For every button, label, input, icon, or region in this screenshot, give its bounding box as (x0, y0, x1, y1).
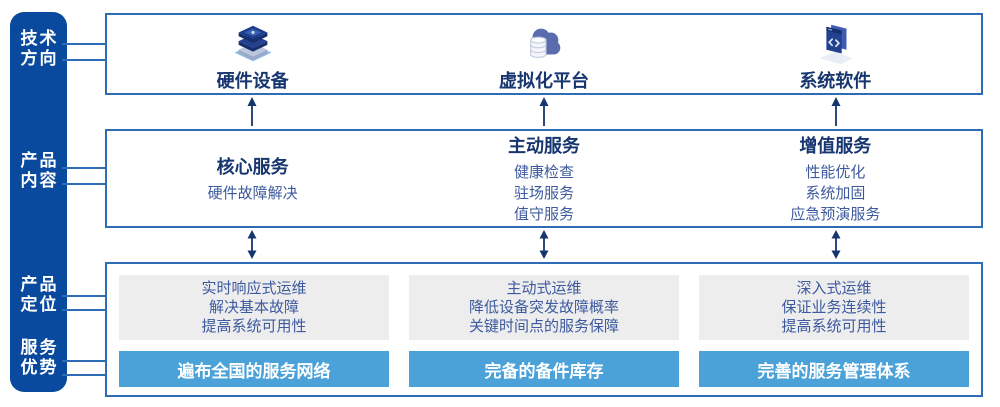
sidebar-label-line: 产品 (20, 275, 59, 295)
server-stack-icon (230, 20, 276, 66)
service-column-core: 核心服务 硬件故障解决 (107, 131, 398, 226)
positioning-point: 提高系统可用性 (781, 317, 887, 336)
positioning-points-box: 实时响应式运维 解决基本故障 提高系统可用性 (119, 275, 389, 341)
positioning-column-indepth: 深入式运维 保证业务连续性 提高系统可用性 完善的服务管理体系 (699, 275, 969, 387)
sidebar-label-line: 方向 (20, 49, 59, 69)
sidebar-label-tech-direction: 技术 方向 (10, 29, 67, 69)
sidebar: 技术 方向 产品 内容 产品 定位 服务 优势 (10, 12, 67, 392)
positioning-column-realtime: 实时响应式运维 解决基本故障 提高系统可用性 遍布全国的服务网络 (119, 275, 389, 387)
sidebar-label-line: 内容 (20, 171, 59, 191)
connector-line (62, 183, 107, 185)
sidebar-label-line: 技术 (20, 29, 59, 49)
advantage-bar: 遍布全国的服务网络 (119, 351, 389, 387)
sidebar-label-service-advantage: 服务 优势 (10, 338, 67, 378)
positioning-point: 主动式运维 (506, 279, 582, 298)
positioning-points-box: 主动式运维 降低设备突发故障概率 关键时间点的服务保障 (409, 275, 679, 341)
service-item: 驻场服务 (513, 184, 574, 202)
positioning-point: 降低设备突发故障概率 (468, 298, 619, 317)
product-content-row: 核心服务 硬件故障解决 主动服务 健康检查 驻场服务 值守服务 增值服务 性能优… (105, 129, 983, 228)
sidebar-label-line: 服务 (20, 338, 59, 358)
sidebar-label-line: 定位 (20, 295, 59, 315)
service-column-title: 主动服务 (507, 136, 580, 157)
sidebar-label-line: 产品 (20, 151, 59, 171)
connector-line (62, 374, 107, 376)
positioning-point: 深入式运维 (796, 279, 872, 298)
tech-item-hardware: 硬件设备 (107, 15, 398, 93)
tech-direction-row: 硬件设备 虚拟化平台 (105, 13, 983, 95)
connector-line (62, 167, 107, 169)
double-arrow-icon (247, 230, 257, 259)
positioning-point: 保证业务连续性 (781, 298, 887, 317)
double-arrow-icon (539, 230, 549, 259)
double-arrow-icon (831, 230, 841, 259)
service-item: 健康检查 (513, 163, 574, 181)
connector-line (62, 360, 107, 362)
service-item: 系统加固 (805, 184, 866, 202)
up-arrow-icon (247, 97, 257, 126)
software-window-icon (812, 20, 858, 66)
advantage-bar: 完备的备件库存 (409, 351, 679, 387)
advantage-bar: 完善的服务管理体系 (699, 351, 969, 387)
cloud-database-icon (521, 20, 567, 66)
positioning-points-box: 深入式运维 保证业务连续性 提高系统可用性 (699, 275, 969, 341)
tech-item-system-software: 系统软件 (690, 15, 981, 93)
sidebar-label-product-positioning: 产品 定位 (10, 275, 67, 315)
positioning-point: 实时响应式运维 (201, 279, 307, 298)
up-arrow-icon (539, 97, 549, 126)
positioning-point: 提高系统可用性 (201, 317, 307, 336)
positioning-point: 解决基本故障 (208, 298, 299, 317)
positioning-point: 关键时间点的服务保障 (468, 317, 619, 336)
connector-line (62, 43, 107, 45)
service-item: 性能优化 (805, 163, 866, 181)
connector-line (62, 295, 107, 297)
positioning-column-proactive: 主动式运维 降低设备突发故障概率 关键时间点的服务保障 完备的备件库存 (409, 275, 679, 387)
connector-line (62, 59, 107, 61)
service-column-title: 增值服务 (799, 136, 872, 157)
service-column-title: 核心服务 (216, 157, 289, 178)
service-item: 硬件故障解决 (207, 184, 298, 202)
up-arrow-icon (831, 97, 841, 126)
sidebar-label-line: 优势 (20, 358, 59, 378)
connector-line (62, 309, 107, 311)
tech-item-label: 硬件设备 (216, 71, 289, 92)
tech-item-label: 虚拟化平台 (498, 71, 589, 92)
tech-item-label: 系统软件 (799, 71, 872, 92)
tech-item-virtualization: 虚拟化平台 (398, 15, 689, 93)
service-column-active: 主动服务 健康检查 驻场服务 值守服务 (398, 131, 689, 226)
positioning-advantage-row: 实时响应式运维 解决基本故障 提高系统可用性 遍布全国的服务网络 主动式运维 降… (105, 262, 983, 397)
service-item: 值守服务 (513, 205, 574, 223)
service-item: 应急预演服务 (790, 205, 881, 223)
sidebar-label-product-content: 产品 内容 (10, 151, 67, 191)
service-column-value-added: 增值服务 性能优化 系统加固 应急预演服务 (690, 131, 981, 226)
